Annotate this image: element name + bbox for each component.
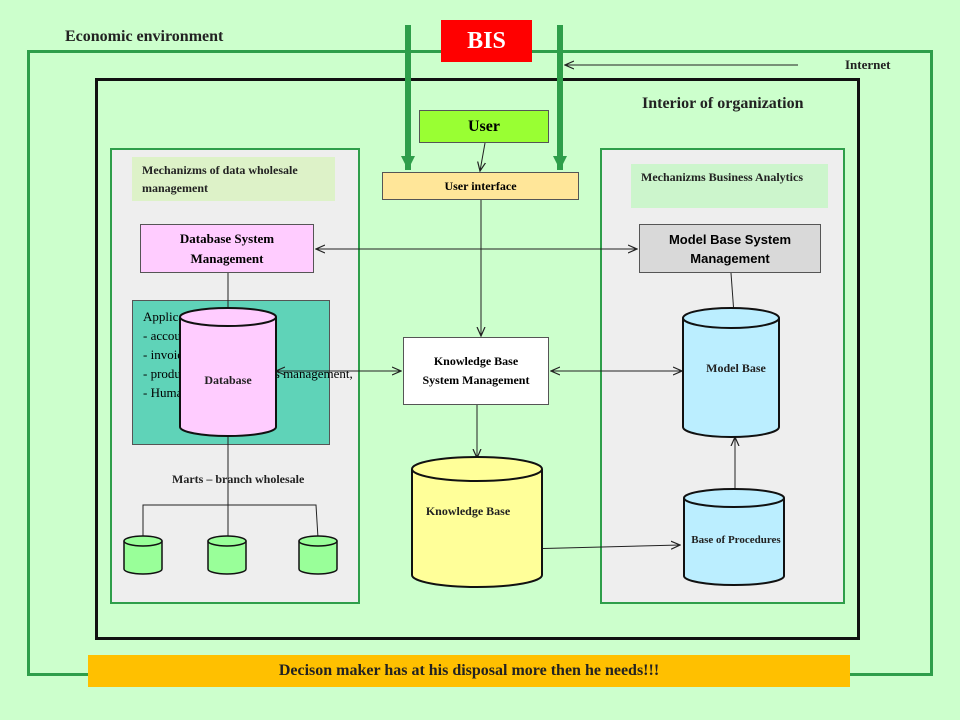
business-analytics-note: Mechanizms Business Analytics [631,164,828,208]
model-base-cylinder [682,307,780,438]
base-of-procedures-label: Base of Procedures [691,534,781,546]
mart-cylinder-1 [123,535,163,575]
user-interface-box: User interface [382,172,579,200]
marts-label: Marts – branch wholesale [172,472,305,486]
user-box: User [419,110,549,143]
mart-cylinder-2 [207,535,247,575]
knowledge-base-cylinder [411,456,543,588]
internet-label: Internet [845,57,891,72]
knowledge-base-label: Knowledge Base [425,504,511,518]
knowledge-base-system-management-box: Knowledge Base System Management [403,337,549,405]
interior-label: Interior of organization [642,95,804,112]
data-wholesale-note: Mechanizms of data wholesale management [132,157,335,201]
mart-cylinder-3 [298,535,338,575]
procedures-cylinder [683,488,785,586]
decision-maker-banner: Decison maker has at his disposal more t… [88,655,850,687]
database-cylinder [179,307,277,437]
database-label: Database [204,373,252,387]
kb-procedures-arrow [524,545,680,549]
model-base-label: Model Base [706,361,766,375]
database-system-management-box: Database System Management [140,224,314,273]
user-to-interface-arrow [480,142,485,171]
bis-title: BIS [441,20,532,62]
economic-environment-label: Economic environment [65,28,224,45]
marts-connector [142,504,319,539]
model-base-system-management-box: Model Base System Management [639,224,821,273]
